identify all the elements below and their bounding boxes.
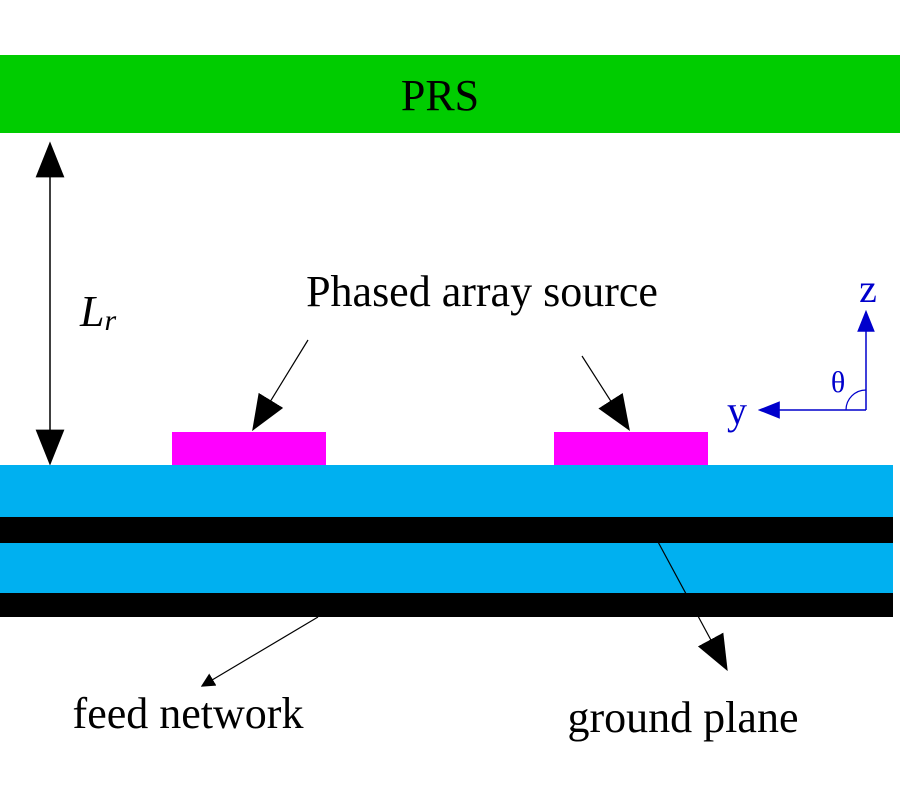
left-patch-leader-arrow — [252, 339, 309, 432]
prs-layer — [0, 55, 900, 133]
lr-label-subscript: r — [104, 304, 116, 337]
phased-array-source-label: Phased array source — [306, 267, 658, 316]
prs-label: PRS — [401, 71, 479, 120]
lr-label: Lr — [79, 287, 116, 337]
lower-dielectric-layer — [0, 543, 893, 593]
upper-dielectric-layer — [0, 465, 893, 517]
feed-network-leader-arrow — [200, 616, 319, 687]
theta-label: θ — [831, 366, 845, 399]
right-patch-leader-arrow — [581, 355, 630, 432]
z-axis-label: z — [859, 266, 877, 311]
left-patch — [172, 432, 326, 465]
y-axis-label: y — [727, 388, 747, 433]
feed-network-label: feed network — [73, 689, 304, 738]
ground-plane-leader-arrow — [656, 539, 728, 672]
ground-plane-label: ground plane — [568, 693, 799, 742]
ground-plane-layer — [0, 517, 893, 543]
lr-label-main: L — [79, 287, 104, 336]
right-patch — [554, 432, 708, 465]
theta-arc — [845, 389, 867, 411]
feed-network-layer — [0, 593, 893, 617]
